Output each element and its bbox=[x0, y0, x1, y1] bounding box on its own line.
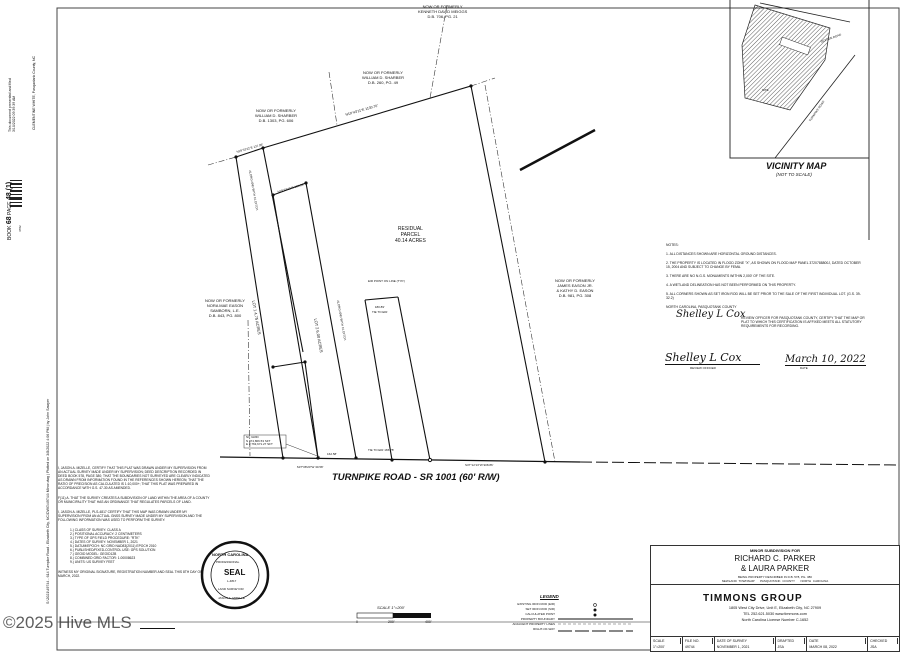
recording-number: 4782 bbox=[18, 225, 22, 232]
scale-bar bbox=[356, 612, 431, 619]
scale-label: SCALE 1"=200' bbox=[377, 605, 405, 610]
book-page-stamp: BOOK 68 PAGE 48 (1) bbox=[6, 181, 13, 240]
site-hatch bbox=[741, 4, 831, 111]
title-owner1: RICHARD C. PARKER bbox=[734, 554, 816, 563]
date-caption: DATE bbox=[800, 366, 808, 370]
surveyor-signature-line bbox=[140, 628, 175, 629]
legend-items: EXISTING IRON ROD (EIR)SET IRON ROD (SIR… bbox=[512, 602, 555, 631]
review-officer-name: Shelley L Cox bbox=[676, 309, 746, 320]
surveyor-seal bbox=[200, 540, 270, 610]
turnpike-road-right-of-way bbox=[219, 128, 900, 466]
notes: NOTES: 1. ALL DISTANCES SHOWN ARE HORIZO… bbox=[666, 243, 865, 328]
barcode bbox=[10, 180, 22, 207]
register-of-deeds: CLEMENTINE WHITE, Pasquotank County, NC bbox=[32, 55, 36, 130]
surveyor-certification: I, JASON A. MIZELLE, CERTIFY THAT THIS P… bbox=[58, 466, 210, 578]
adjacent-property-lines bbox=[207, 4, 556, 463]
firm-contact: TEL 252.621.5030 www.timmons.com bbox=[743, 612, 807, 616]
cell-file-no: FILE NO.49744 bbox=[683, 637, 715, 651]
sheet-border bbox=[56, 7, 900, 651]
date-signed: March 10, 2022 bbox=[785, 354, 866, 366]
north-arrow bbox=[519, 128, 596, 172]
seal-bottom: LAND SURVEYOR bbox=[218, 587, 244, 591]
vicinity-map-subtitle: (NOT TO SCALE) bbox=[776, 172, 812, 177]
seal-number: L-4817 bbox=[227, 579, 237, 583]
review-officer-signature: Shelley L Cox bbox=[665, 352, 760, 365]
road-dist-2: TIE TO EIR 165.78' bbox=[368, 448, 394, 452]
road-dist-3: S37°12'13"W 908.86' bbox=[465, 463, 494, 467]
scale-tick-400: 400' bbox=[425, 620, 432, 624]
legend-title: LEGEND bbox=[540, 594, 559, 599]
title-desc: BEING PROPERTY DESCRIBED IN D.B. 578, PG… bbox=[738, 575, 812, 579]
seal-center: SEAL bbox=[224, 568, 246, 577]
property-boundary bbox=[235, 85, 546, 463]
title-owner2: & LAURA PARKER bbox=[740, 564, 810, 573]
review-officer-caption: REVIEW OFFICER bbox=[690, 366, 716, 370]
seal-mid: PROFESSIONAL bbox=[216, 560, 240, 564]
vicinity-map-title: VICINITY MAP bbox=[766, 161, 827, 171]
road-label: TURNPIKE ROAD - SR 1001 (60' R/W) bbox=[332, 472, 500, 483]
scale-tick-0: 0 bbox=[356, 620, 358, 624]
firm-address: 1805 West City Drive, Unit E, Elizabeth … bbox=[728, 606, 822, 610]
title-heading: MINOR SUBDIVISION FOR bbox=[749, 548, 800, 553]
tie-eir-label: 180.89'TIE TO EIR bbox=[372, 305, 388, 314]
firm-license: North Carolina License Number C-1652 bbox=[741, 618, 809, 622]
title-location: NEWLAND TOWNSHIP PASQUOTANK COUNTY NORTH… bbox=[721, 579, 829, 583]
seal-name: JASON A. MIZELLE bbox=[218, 596, 245, 600]
watermark: ©2025 Hive MLS bbox=[3, 613, 132, 632]
legend-symbols bbox=[558, 603, 633, 632]
plot-info: S:\2021\49744 - 614 Turnpike Road - Eliz… bbox=[46, 398, 50, 604]
road-dist-1: 162.58' bbox=[327, 452, 337, 456]
road-dist-left: S37°08'20"W 30.58' bbox=[296, 465, 324, 469]
scale-tick-200: 200' bbox=[388, 620, 395, 624]
corner-markers bbox=[234, 84, 547, 464]
title-block: MINOR SUBDIVISION FOR RICHARD C. PARKER … bbox=[650, 545, 900, 652]
eir-point-label: EIR POINT ON LINE (TYP.) bbox=[368, 279, 405, 283]
firm-name: TIMMONS GROUP bbox=[703, 593, 803, 604]
seal-top: NORTH CAROLINA bbox=[212, 552, 249, 557]
recording-stamp: This document presented and filed 3/10/2… bbox=[8, 78, 16, 132]
vicinity-site: SITE bbox=[762, 88, 769, 92]
vicinity-map bbox=[729, 0, 870, 240]
